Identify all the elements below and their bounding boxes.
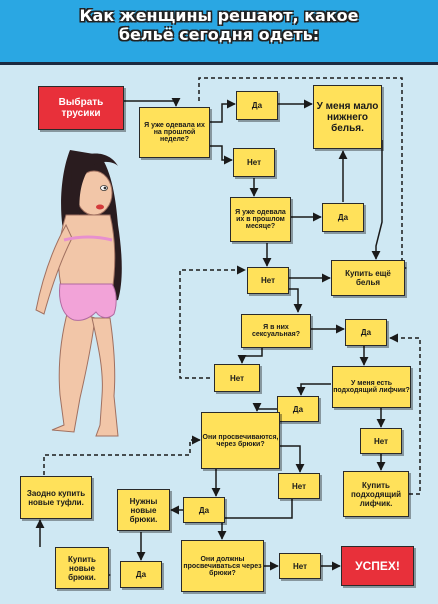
yes-box-6-label: Да	[135, 570, 147, 579]
yes-box-6: Да	[120, 561, 162, 588]
success-label: УСПЕХ!	[355, 559, 400, 573]
no-box-5: Нет	[278, 473, 320, 499]
start-label: Выбрать трусики	[58, 97, 104, 119]
header-band	[0, 0, 438, 62]
no-box-3: Нет	[214, 364, 260, 392]
yes-box-3: Да	[345, 319, 387, 346]
no-box-4-label: Нет	[373, 436, 389, 446]
no-box-1: Нет	[233, 148, 275, 177]
page-title: Как женщины решают, какое бельё сегодня …	[0, 6, 438, 44]
yes-box-2-label: Да	[337, 213, 349, 222]
yes-box-5: Да	[183, 497, 225, 523]
question-sexy-label: Я в них сексуальная?	[251, 324, 300, 338]
question-last-month-label: Я уже одевала их в прошлом месяце?	[235, 209, 286, 230]
arrow-sexy-to-no3	[237, 348, 263, 364]
buy-shoes-box: Заодно купить новые туфли.	[20, 476, 92, 519]
arrow-q1-to-yes1	[210, 99, 236, 123]
arrow-little-to-buy	[371, 140, 383, 260]
buy-pants-box: Купить новые брюки.	[55, 547, 109, 589]
arrow-yes4-to-visible	[252, 402, 277, 412]
buy-bra-label: Купить подходящий лифчик.	[350, 480, 402, 508]
buy-more-label: Купить ещё белья	[345, 269, 391, 287]
need-pants-label: Нужны новые брюки.	[129, 496, 158, 524]
arrow-bra-to-yes4	[296, 383, 331, 396]
question-sexy: Я в них сексуальная?	[241, 314, 311, 348]
question-last-week-label: Я уже одевала их на прошлой неделе?	[144, 122, 205, 143]
yes-box-1-label: Да	[251, 101, 263, 110]
no-box-5-label: Нет	[291, 481, 307, 491]
success-box: УСПЕХ!	[341, 546, 414, 586]
no-box-2: Нет	[247, 267, 289, 294]
title-line-2: бельё сегодня одеть:	[118, 25, 320, 44]
question-visible-label: Они просвечиваются, через брюки?	[202, 433, 279, 448]
arrow-dashed-buy-shoes	[43, 435, 201, 475]
arrow-dashed-buybra-back	[389, 333, 421, 495]
question-last-month: Я уже одевала их в прошлом месяце?	[230, 197, 291, 242]
buy-more-box: Купить ещё белья	[331, 260, 405, 296]
arrow-dashed-nosexy	[179, 265, 246, 379]
no-box-1-label: Нет	[246, 158, 262, 167]
arrow-dashed-loop-top	[198, 77, 407, 273]
no-box-3-label: Нет	[229, 373, 245, 383]
yes-box-1: Да	[236, 91, 278, 120]
little-underwear-box: У меня мало нижнего белья.	[313, 85, 382, 149]
buy-bra-box: Купить подходящий лифчик.	[343, 471, 409, 517]
question-last-week: Я уже одевала их на прошлой неделе?	[139, 107, 210, 158]
buy-shoes-label: Заодно купить новые туфли.	[26, 488, 86, 507]
no-box-2-label: Нет	[260, 276, 276, 285]
arrow-no5-to-should	[217, 499, 293, 540]
arrow-q1-to-no1	[210, 145, 233, 165]
question-bra-label: У меня есть подходящий лифчик?	[333, 380, 410, 394]
question-bra: У меня есть подходящий лифчик?	[332, 366, 411, 408]
yes-box-3-label: Да	[360, 328, 372, 337]
yes-box-4-label: Да	[292, 404, 304, 414]
yes-box-4: Да	[277, 396, 319, 422]
question-visible: Они просвечиваются, через брюки?	[201, 412, 280, 469]
yes-box-2: Да	[322, 203, 364, 232]
arrow-visible-to-no5	[280, 445, 305, 473]
no-box-6-label: Нет	[292, 561, 308, 571]
arrow-no2-to-sexy	[289, 288, 303, 313]
no-box-4: Нет	[360, 428, 402, 454]
title-line-1: Как женщины решают, какое	[79, 6, 359, 25]
question-should-visible: Они должны просвечиваться через брюки?	[181, 540, 264, 592]
arrow-start-to-q1	[124, 97, 181, 107]
no-box-6: Нет	[279, 553, 321, 579]
start-box: Выбрать трусики	[38, 86, 124, 130]
little-underwear-label: У меня мало нижнего белья.	[316, 100, 379, 134]
question-should-visible-label: Они должны просвечиваться через брюки?	[183, 555, 262, 577]
yes-box-5-label: Да	[198, 505, 210, 515]
buy-pants-label: Купить новые брюки.	[68, 554, 96, 582]
need-pants-box: Нужны новые брюки.	[117, 489, 170, 531]
